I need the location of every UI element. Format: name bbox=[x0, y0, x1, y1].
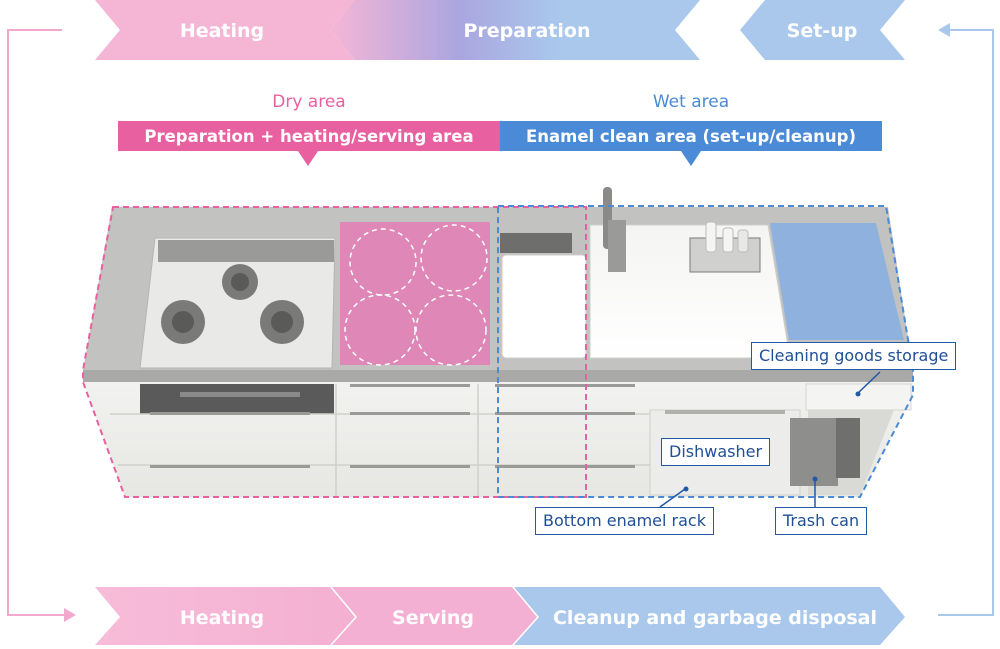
wet-area-banner bbox=[500, 121, 882, 151]
flow-top-setup-label: Set-up bbox=[787, 20, 858, 42]
dish-rack bbox=[689, 221, 761, 273]
flow-top-heating-arrow bbox=[95, 0, 355, 60]
flow-bottom-cleanup-label: Cleanup and garbage disposal bbox=[553, 607, 877, 629]
cooking-zones bbox=[344, 224, 488, 366]
flow-bottom-heating-label: Heating bbox=[180, 607, 264, 629]
trash-can-body bbox=[790, 418, 838, 486]
countertop-edge bbox=[83, 370, 913, 382]
flow-bottom-heating-arrow bbox=[95, 587, 355, 645]
flow-top-preparation-label: Preparation bbox=[464, 20, 591, 42]
flow-bottom-serving-label: Serving bbox=[392, 607, 474, 629]
wet-area-banner-pointer bbox=[681, 151, 701, 166]
wet-area-banner-label: Enamel clean area (set-up/cleanup) bbox=[526, 127, 856, 146]
flow-top-heating-label: Heating bbox=[180, 20, 264, 42]
flow-bottom-serving-arrow bbox=[332, 587, 537, 645]
right-return-arrowhead bbox=[938, 23, 950, 37]
faucet-body bbox=[608, 220, 626, 272]
drawer-handles bbox=[150, 384, 635, 468]
dry-zone-outline bbox=[82, 206, 587, 498]
cleaning-storage-drawer bbox=[805, 383, 912, 411]
dishwasher-handle bbox=[665, 410, 785, 414]
cutting-board bbox=[501, 254, 587, 359]
dry-area-title: Dry area bbox=[272, 92, 345, 112]
ih-prep-area bbox=[340, 222, 490, 365]
burner-back bbox=[222, 264, 258, 300]
left-return-arrow bbox=[7, 29, 68, 616]
callout-cleaning-goods-storage: Cleaning goods storage bbox=[751, 342, 957, 370]
callout-dot-rack bbox=[683, 486, 689, 492]
trash-can-side bbox=[836, 418, 860, 478]
callout-line-rack bbox=[659, 488, 686, 508]
right-return-arrow bbox=[938, 29, 994, 616]
flow-top-setup-arrow bbox=[740, 0, 905, 60]
wet-area-title: Wet area bbox=[653, 92, 729, 112]
flow-top-preparation-arrow bbox=[330, 0, 700, 60]
callout-dot-trash bbox=[812, 476, 818, 482]
dry-area-banner-label: Preparation + heating/serving area bbox=[144, 127, 473, 146]
burner-right bbox=[260, 300, 304, 344]
oven-panel bbox=[140, 384, 334, 414]
flow-bottom-cleanup-arrow bbox=[514, 587, 905, 645]
wet-work-area bbox=[770, 223, 904, 340]
callout-bottom-enamel-rack: Bottom enamel rack bbox=[535, 507, 714, 535]
callout-dot-storage bbox=[855, 391, 861, 397]
dry-area-banner bbox=[118, 121, 500, 151]
callout-dishwasher: Dishwasher bbox=[661, 438, 771, 466]
dry-area-banner-pointer bbox=[298, 151, 318, 166]
stove-vent bbox=[158, 240, 334, 262]
cutting-board-tray bbox=[500, 233, 572, 253]
burner-left bbox=[161, 300, 205, 344]
callout-line-storage bbox=[857, 371, 881, 394]
oven-handle bbox=[180, 392, 300, 397]
callout-trash-can: Trash can bbox=[775, 507, 868, 535]
left-return-arrowhead bbox=[64, 608, 76, 622]
